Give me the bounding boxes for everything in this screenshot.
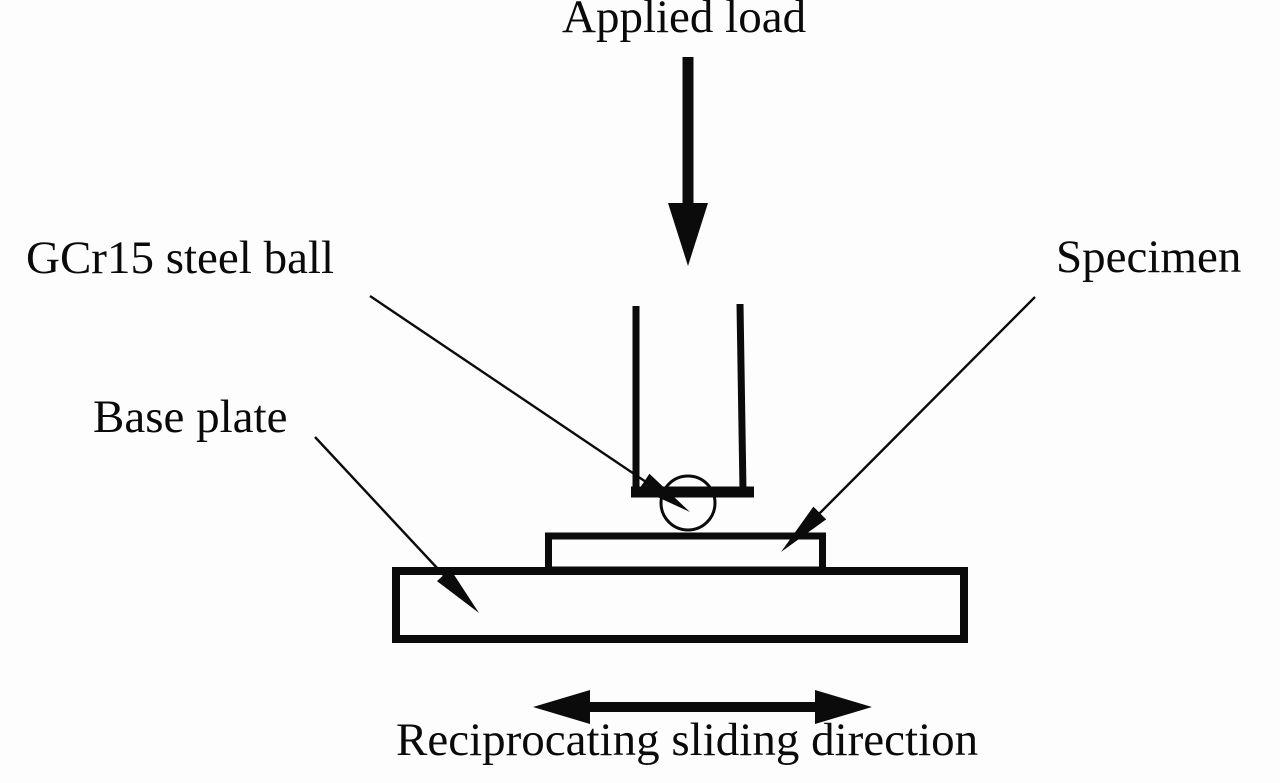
steel-ball-leader-line [369,295,656,489]
base-plate-leader-line [314,436,453,585]
steel-ball-leader-arrowhead [639,473,690,512]
specimen-leader-arrowhead [781,506,827,552]
steel-ball-label: GCr15 steel ball [26,232,335,284]
steel-ball-shape [659,474,717,532]
base-plate-shape [392,567,968,643]
specimen-leader-line [804,296,1036,529]
sliding-direction-label: Reciprocating sliding direction [396,714,979,766]
specimen-shape [545,532,826,574]
base-plate-leader-arrowhead [437,568,479,613]
sliding-arrow-right-head [815,690,872,724]
holder-right-wall [736,303,747,492]
applied-load-label: Applied load [562,0,807,43]
specimen-label: Specimen [1056,231,1242,283]
base-plate-label: Base plate [93,391,288,443]
sliding-arrow-left-head [533,690,590,724]
applied-load-arrow-head [668,203,708,266]
